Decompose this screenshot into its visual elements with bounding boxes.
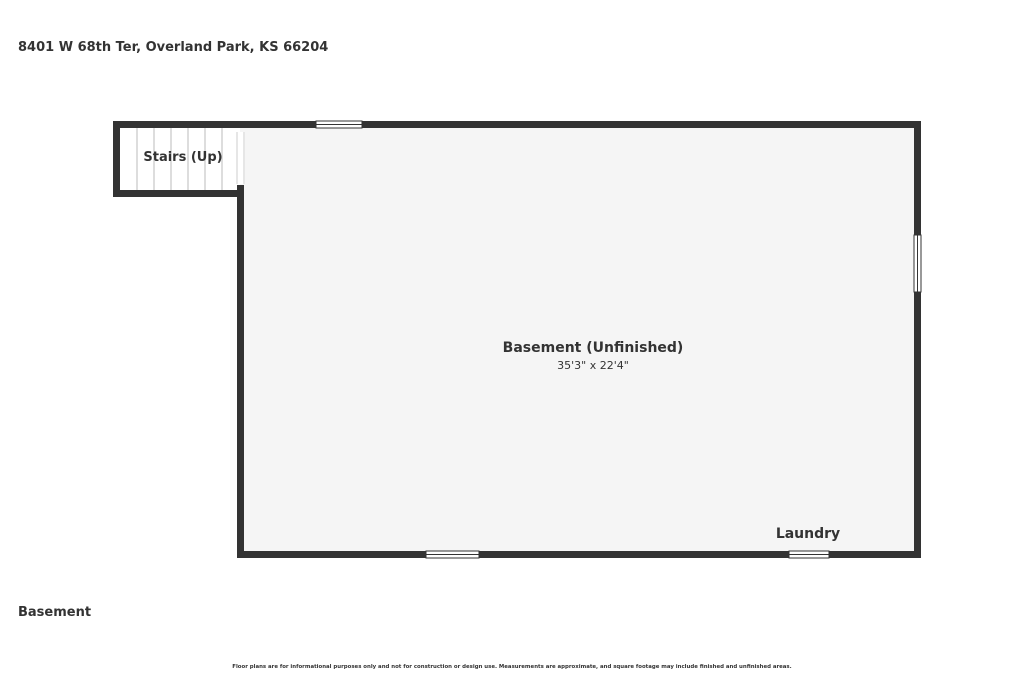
window-top <box>315 120 363 129</box>
floor-level-label: Basement <box>18 605 92 620</box>
wall-main-left <box>237 185 244 558</box>
window-right <box>913 234 922 293</box>
wall-stairs-left <box>113 121 120 197</box>
wall-top <box>113 121 921 128</box>
room-name-basement: Basement (Unfinished) <box>503 340 684 356</box>
window-bottom-right <box>788 550 830 559</box>
room-dimensions-basement: 35'3" x 22'4" <box>557 359 629 372</box>
window-bottom-left <box>425 550 480 559</box>
wall-right <box>914 121 921 558</box>
room-name-laundry: Laundry <box>776 526 840 542</box>
wall-stairs-bottom <box>113 190 244 197</box>
wall-bottom <box>237 551 921 558</box>
disclaimer-text: Floor plans are for informational purpos… <box>232 664 792 670</box>
room-name-stairs: Stairs (Up) <box>143 150 222 165</box>
property-address: 8401 W 68th Ter, Overland Park, KS 66204 <box>18 40 329 55</box>
stair-treads <box>136 128 223 190</box>
basement-floor <box>240 125 917 555</box>
walls <box>113 121 921 558</box>
stair-opening <box>236 132 245 184</box>
